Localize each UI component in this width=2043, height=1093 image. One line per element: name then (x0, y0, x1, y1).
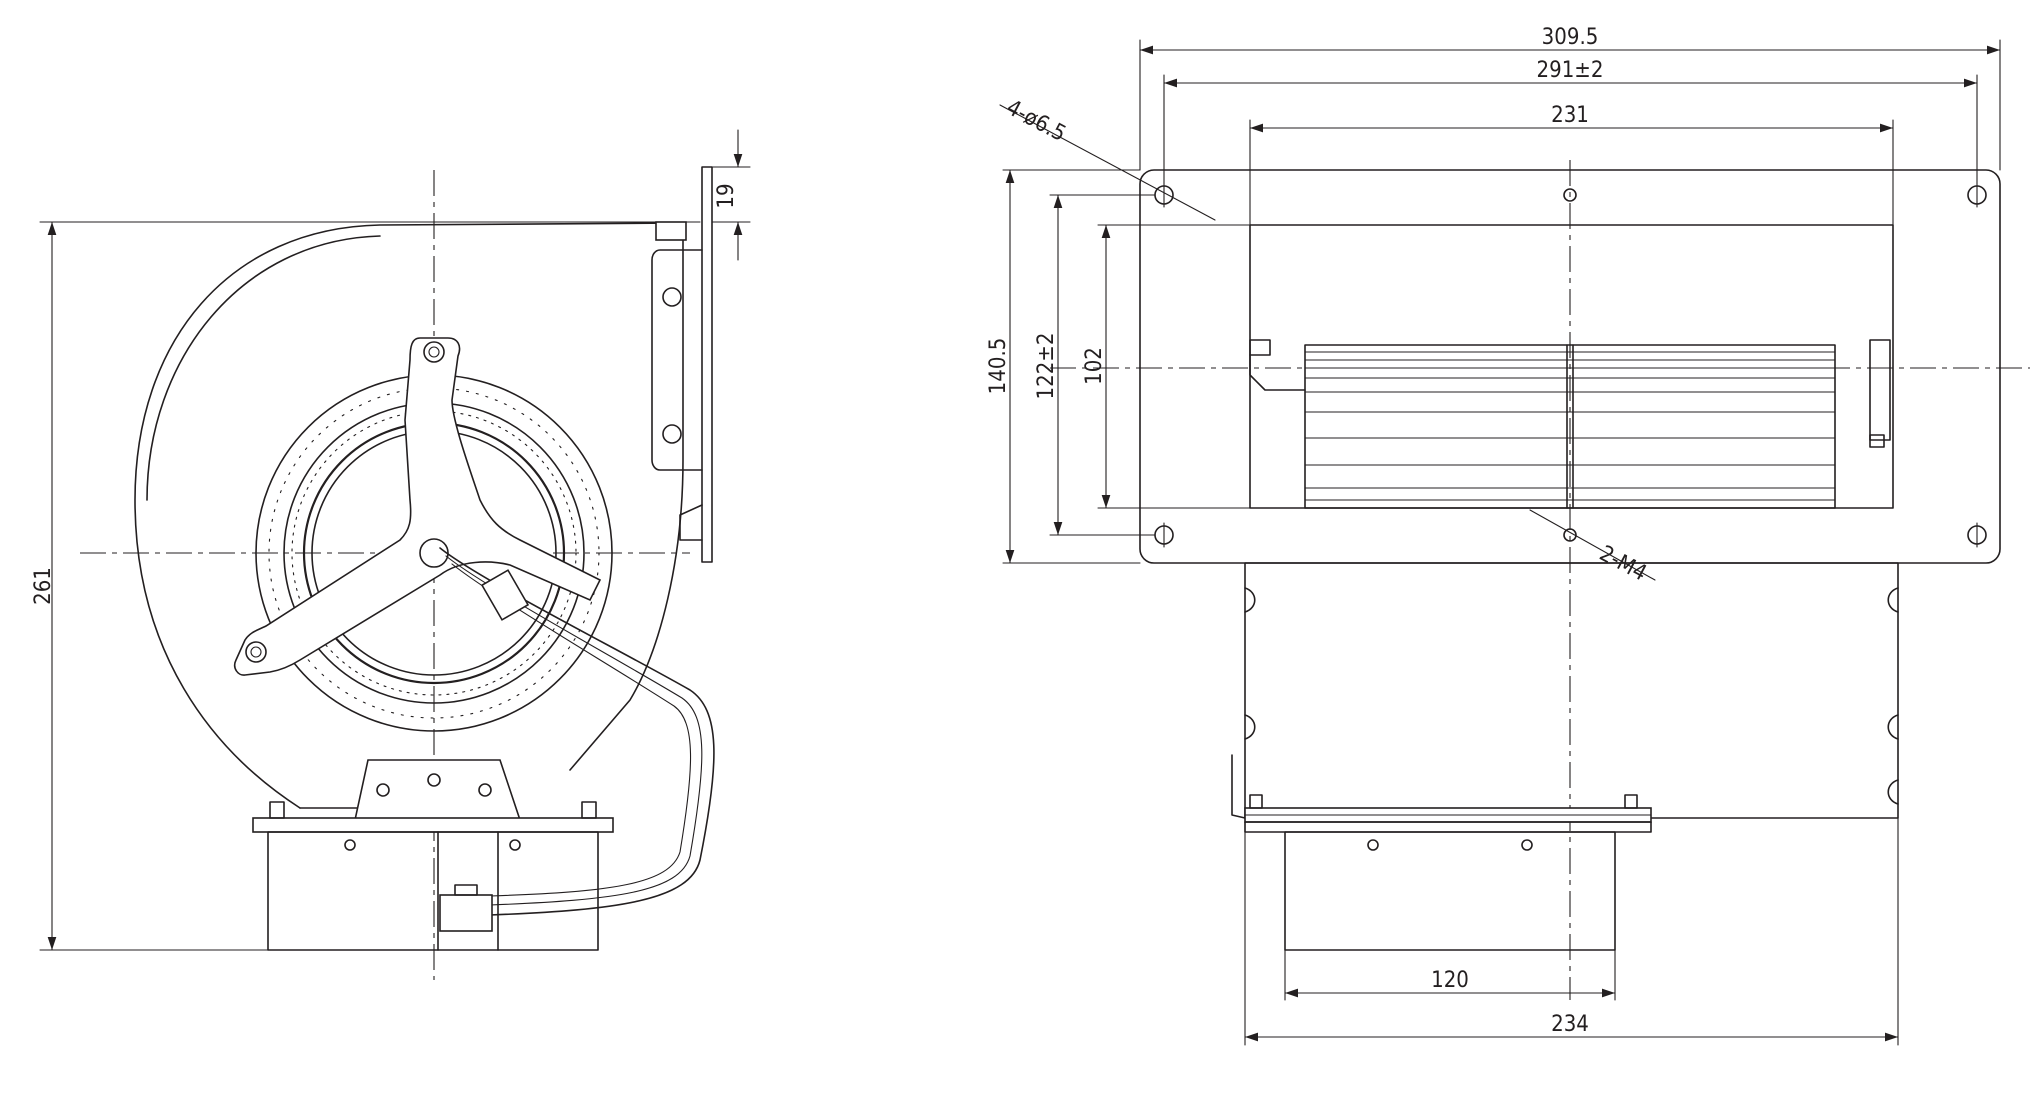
dim-side-flange: 19 (714, 183, 739, 208)
wire-harness-2 (445, 555, 703, 906)
base-tab-right (581, 801, 597, 819)
leader-tapped-holes (1529, 509, 1656, 581)
impeller-cage (1304, 344, 1836, 509)
front-plate-tab-left (1249, 794, 1263, 809)
motor-body (267, 831, 599, 951)
connector-tab (454, 884, 478, 896)
wire-harness-3 (451, 563, 692, 897)
motor-bracket (233, 337, 602, 676)
flange-hole-bottom (662, 424, 682, 444)
dim-side-height: 261 (31, 567, 56, 605)
wire-harness-1 (439, 547, 715, 916)
side-view: 261 19 (31, 129, 751, 980)
body-notch-l1 (1244, 587, 1256, 613)
label-tapped-holes: 2-M4 (1595, 541, 1650, 586)
bracket-left-bolt-inner (250, 646, 262, 658)
dim-hole-pitch-vertical: 122±2 (1034, 333, 1059, 400)
mount-hole-left (376, 783, 390, 797)
dim-flange-height: 140.5 (986, 338, 1011, 395)
outlet-tab-right (1869, 339, 1891, 441)
body-notch-l2 (1244, 714, 1256, 740)
dim-body-width: 234 (1551, 1012, 1589, 1037)
body-notch-r3 (1887, 779, 1899, 805)
bracket-top-bolt-inner (428, 346, 440, 358)
housing-body (1244, 562, 1899, 819)
bracket-left-bolt (245, 641, 267, 663)
motor-base-plate (252, 817, 614, 833)
mount-hole-right (478, 783, 492, 797)
body-notch-r2 (1887, 714, 1899, 740)
motor-hole-right (509, 839, 521, 851)
outlet-flange (701, 166, 713, 563)
scroll-housing-seam (146, 235, 381, 501)
flange-lower-tab (679, 504, 703, 541)
front-view: 309.5 291±2 231 4-ø6.5 140.5 122±2 102 2… (986, 25, 2030, 1046)
tapped-hole-top (1563, 188, 1577, 202)
body-bracket-left (1231, 754, 1246, 819)
mount-hole-center (427, 773, 441, 787)
impeller-inner-blades (291, 410, 577, 696)
front-plate-lower (1244, 821, 1652, 833)
dim-motor-width: 120 (1431, 968, 1469, 993)
front-motor-hole-left (1367, 839, 1379, 851)
dim-housing-length: 231 (1551, 103, 1589, 128)
dim-outlet-height: 102 (1082, 347, 1107, 385)
scroll-housing-outer (134, 222, 684, 809)
front-plate-tab-right (1624, 794, 1638, 809)
outlet-tab-right-small (1869, 434, 1885, 448)
bracket-top-bolt (423, 341, 445, 363)
leader-mount-holes (999, 104, 1216, 221)
impeller-blades (268, 387, 600, 719)
dim-overall-length: 309.5 (1542, 25, 1599, 50)
outlet-lip-left (1249, 354, 1306, 391)
wire-connector (439, 894, 493, 932)
outlet-tab-left (1249, 339, 1271, 356)
flange-bracket (651, 249, 703, 471)
base-tab-left (269, 801, 285, 819)
dim-hole-pitch: 291±2 (1537, 58, 1604, 83)
flange-hole-top (662, 287, 682, 307)
body-notch-r1 (1887, 587, 1899, 613)
motor-hole-left (344, 839, 356, 851)
housing-outlet-side (569, 222, 684, 771)
front-motor-hole-right (1521, 839, 1533, 851)
wire-clip (480, 569, 530, 621)
motor-mount-plate (354, 759, 522, 821)
flange-top-tab (655, 221, 687, 241)
front-motor-body (1284, 831, 1616, 951)
label-mount-holes: 4-ø6.5 (1002, 95, 1070, 147)
tapped-hole-bottom (1563, 528, 1577, 542)
